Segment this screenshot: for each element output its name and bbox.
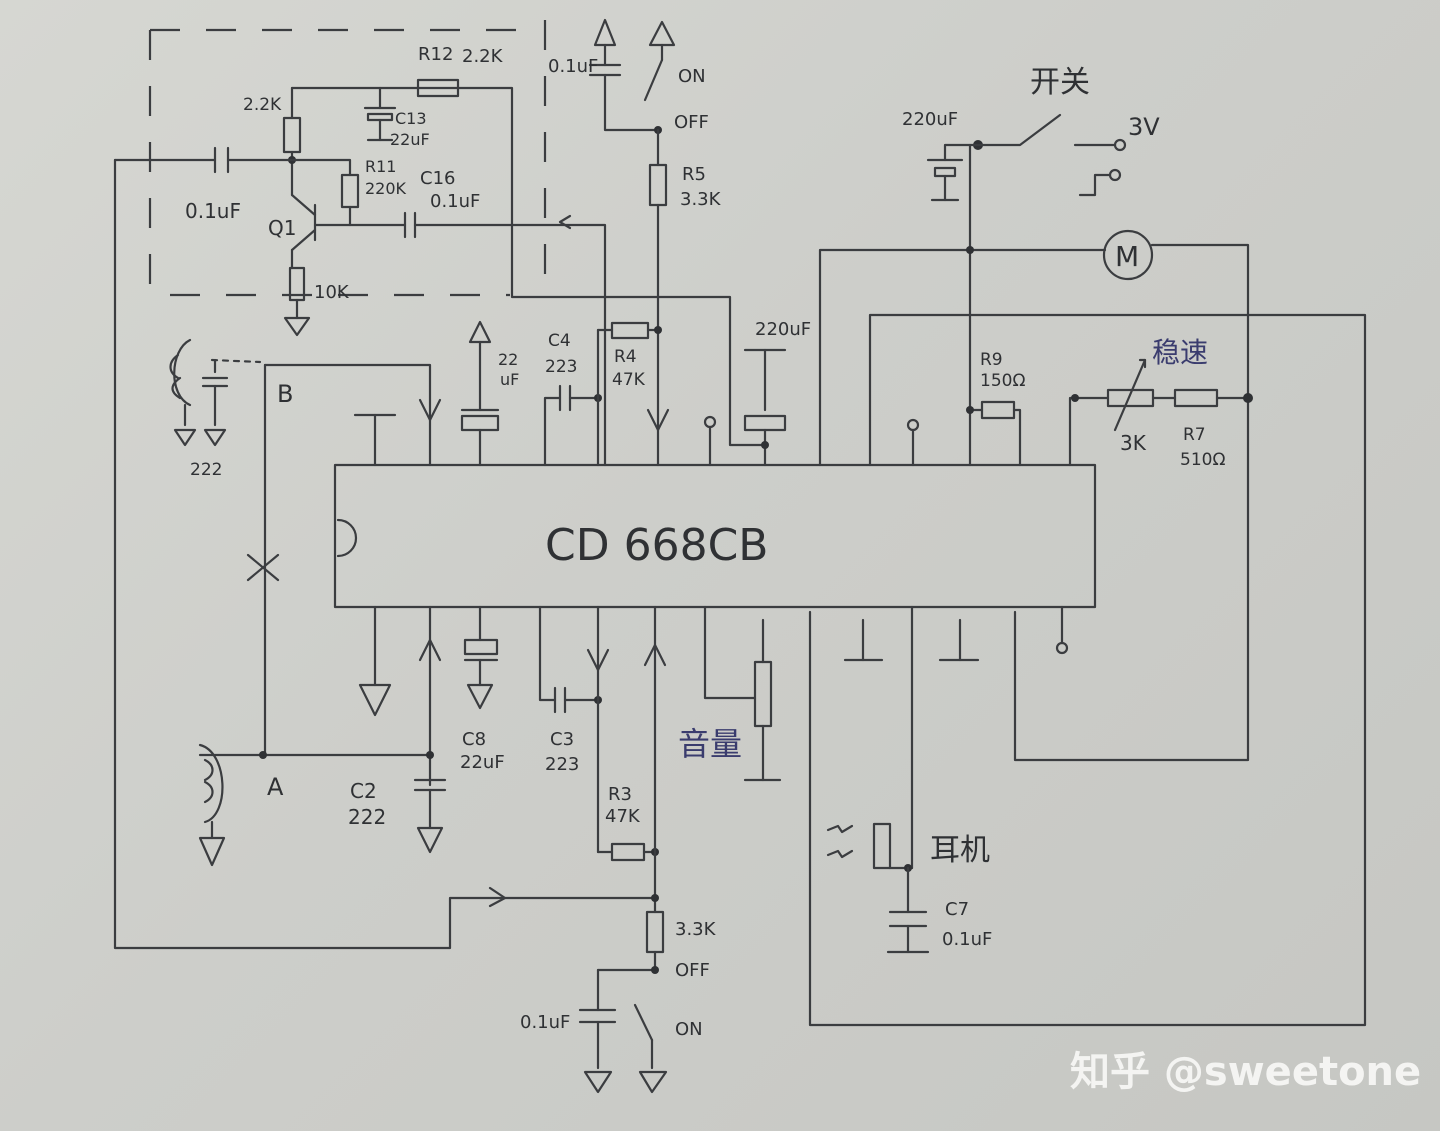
top-pins: [263, 320, 787, 467]
label-r9-val: 150Ω: [980, 371, 1025, 391]
label-c2-val: 222: [348, 805, 386, 829]
label-r-bot: 3.3K: [675, 919, 717, 940]
r11-resistor: [340, 173, 360, 209]
label-c3-val: 223: [545, 754, 579, 775]
label-c-220-top: 220uF: [902, 109, 958, 130]
label-r11-val: 220K: [365, 179, 407, 198]
label-c2: C2: [350, 779, 377, 803]
r12-resistor: [416, 78, 460, 98]
r4-resistor: [610, 321, 650, 340]
label-headphone: 耳机: [930, 833, 990, 868]
label-c7: C7: [945, 899, 969, 920]
antenna-coil-b: [169, 338, 280, 757]
label-c-220-mid: 220uF: [755, 319, 811, 340]
label-r12-val: 2.2K: [462, 46, 504, 67]
label-sw-bot-on: ON: [675, 1019, 703, 1040]
label-c3: C3: [550, 729, 574, 750]
label-r11: R11: [365, 157, 396, 176]
label-c8: C8: [462, 729, 486, 750]
label-node-a: A: [267, 773, 284, 801]
label-node-b: B: [277, 380, 293, 408]
volume-pot: [753, 660, 773, 728]
label-q1: Q1: [268, 216, 296, 240]
label-r12: R12: [418, 44, 453, 65]
label-r7: R7: [1183, 425, 1206, 445]
label-c4: C4: [548, 331, 571, 351]
label-sw-bot-off: OFF: [675, 960, 710, 981]
motor: [1102, 229, 1154, 281]
label-r3: R3: [608, 784, 632, 805]
label-motor: M: [1115, 240, 1139, 273]
label-c-ant: 222: [190, 460, 222, 480]
antenna-coil-a: [113, 158, 668, 1094]
preamp-circuit: [113, 78, 767, 467]
r7-resistor: [1173, 388, 1219, 408]
label-c7-val: 0.1uF: [942, 929, 992, 950]
label-r9: R9: [980, 350, 1003, 370]
label-r-2k2: 2.2K: [243, 95, 282, 115]
top-switch-circuit: [588, 18, 676, 467]
headphone-jack: [826, 822, 930, 954]
label-power-switch: 开关: [1030, 65, 1090, 100]
label-c13: C13: [395, 109, 427, 128]
label-r5-val: 3.3K: [680, 189, 722, 210]
label-r5: R5: [682, 164, 706, 185]
r9-resistor: [980, 400, 1016, 420]
label-r7-val: 510Ω: [1180, 450, 1225, 470]
r5-resistor: [648, 163, 668, 207]
label-sw-top-off: OFF: [674, 112, 709, 133]
label-c-bot: 0.1uF: [520, 1012, 570, 1033]
label-volume: 音量: [678, 725, 742, 763]
label-pot-3k: 3K: [1120, 431, 1147, 455]
label-r3-val: 47K: [605, 806, 641, 827]
bottom-pins: [198, 605, 1069, 914]
label-c4-val: 223: [545, 357, 577, 377]
label-c13-val: 22uF: [390, 130, 430, 149]
power-motor-circuit: [808, 113, 1367, 1027]
label-c8-val: 22uF: [460, 752, 505, 773]
label-speed-adj: 稳速: [1152, 336, 1208, 369]
label-c16: C16: [420, 168, 455, 189]
ic-chip: [333, 463, 1097, 609]
r-bottom-3k3: [645, 910, 665, 954]
label-sw-top-on: ON: [678, 66, 706, 87]
label-supply: 3V: [1128, 113, 1160, 141]
watermark: 知乎 @sweetone: [1070, 1049, 1421, 1095]
preamp-dashed-box: [148, 20, 547, 297]
chip-name: CD 668CB: [545, 520, 768, 571]
label-c16-val: 0.1uF: [430, 191, 480, 212]
label-r4: R4: [614, 347, 637, 367]
r-2k2-resistor: [282, 116, 302, 154]
label-c-in: 0.1uF: [185, 199, 241, 223]
chip-label: CD 668CB: [545, 520, 768, 571]
component-labels: R12 2.2K 2.2K C13 22uF R11 220K C16 0.1u…: [185, 44, 1225, 1040]
r3-resistor: [610, 842, 646, 862]
label-r-emitter: 10K: [314, 282, 350, 303]
label-c-top: 0.1uF: [548, 56, 598, 77]
label-r4-val: 47K: [612, 370, 646, 390]
